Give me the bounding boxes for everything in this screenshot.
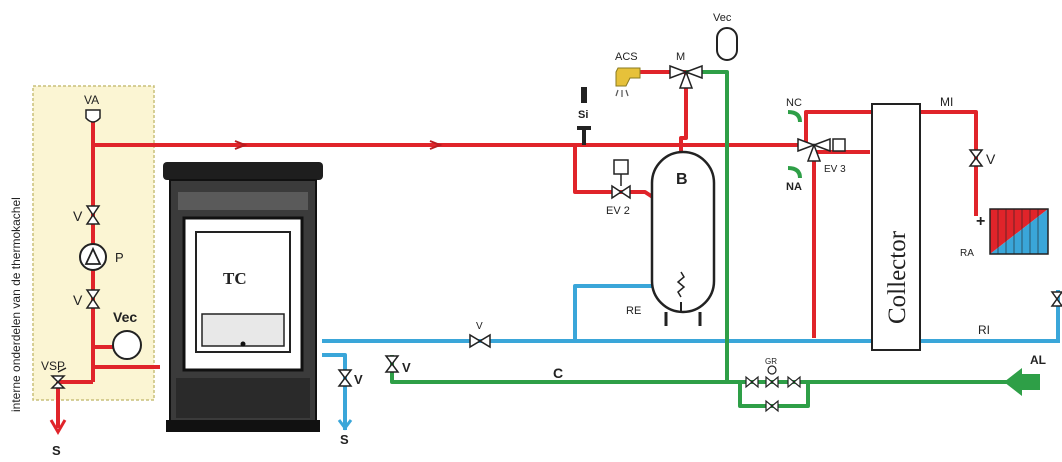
- pump-icon: [79, 243, 107, 271]
- label-na: NA: [786, 181, 802, 193]
- label-v-return: V: [402, 360, 411, 375]
- solenoid-valve-ev2-icon: [611, 159, 631, 200]
- label-tc: TC: [223, 269, 247, 288]
- valve-icon: [85, 289, 101, 309]
- label-vec-top: Vec: [713, 12, 732, 24]
- safety-valve-icon: [50, 367, 67, 389]
- label-s-mid: S: [340, 432, 349, 447]
- stove-tc: [163, 162, 323, 432]
- label-ev2: EV 2: [606, 205, 630, 217]
- valve-icon: [1050, 291, 1062, 307]
- label-vsp: VSP: [41, 359, 65, 373]
- expansion-vessel-top-icon: [716, 27, 738, 61]
- label-v-right: V: [986, 151, 996, 167]
- label-plus: +: [976, 213, 985, 230]
- drain-s-mid-icon: [337, 419, 353, 431]
- label-c: C: [553, 365, 563, 381]
- collector-manifold: [871, 103, 921, 351]
- boiler-tank: [650, 150, 716, 326]
- three-way-valve-ev3-icon: [797, 137, 846, 162]
- flow-arrows: [234, 140, 443, 150]
- mixing-valve-icon: [669, 64, 703, 89]
- label-ra: RA: [960, 248, 974, 259]
- valve-icon: [337, 369, 353, 387]
- drain-s-left-icon: [49, 419, 67, 435]
- label-va: VA: [84, 93, 99, 107]
- label-vec-left: Vec: [113, 309, 137, 325]
- label-al: AL: [1030, 353, 1046, 367]
- valve-icon: [469, 333, 491, 349]
- label-si: Si: [578, 109, 588, 121]
- valve-icon: [384, 355, 400, 373]
- side-note: interne onderdelen van de thermokachel: [9, 197, 23, 412]
- label-b: B: [676, 171, 688, 188]
- expansion-vessel-icon: [112, 330, 142, 360]
- safety-thermostat-icon: [577, 87, 591, 145]
- label-v-left-top: V: [73, 208, 83, 224]
- label-p: P: [115, 250, 124, 265]
- label-nc: NC: [786, 97, 802, 109]
- air-vent-icon: [85, 109, 101, 123]
- label-ev3: EV 3: [824, 164, 846, 175]
- fill-group-gr-icon: [745, 365, 801, 413]
- valve-icon: [85, 205, 101, 225]
- radiator-icon: [989, 208, 1049, 255]
- al-inlet-arrow: [1004, 368, 1040, 396]
- label-mi: MI: [940, 95, 953, 109]
- label-v-drain: V: [354, 372, 363, 387]
- label-v-bypass: V: [476, 321, 483, 332]
- label-v-left-bottom: V: [73, 292, 83, 308]
- label-acs: ACS: [615, 51, 638, 63]
- label-s-left: S: [52, 443, 61, 458]
- label-gr: GR: [765, 357, 777, 366]
- label-re: RE: [626, 305, 641, 317]
- label-m: M: [676, 51, 685, 63]
- hot-water-tap-icon: [615, 67, 641, 97]
- label-collector: Collector: [884, 230, 911, 324]
- valve-icon: [968, 149, 984, 167]
- label-ri: RI: [978, 323, 990, 337]
